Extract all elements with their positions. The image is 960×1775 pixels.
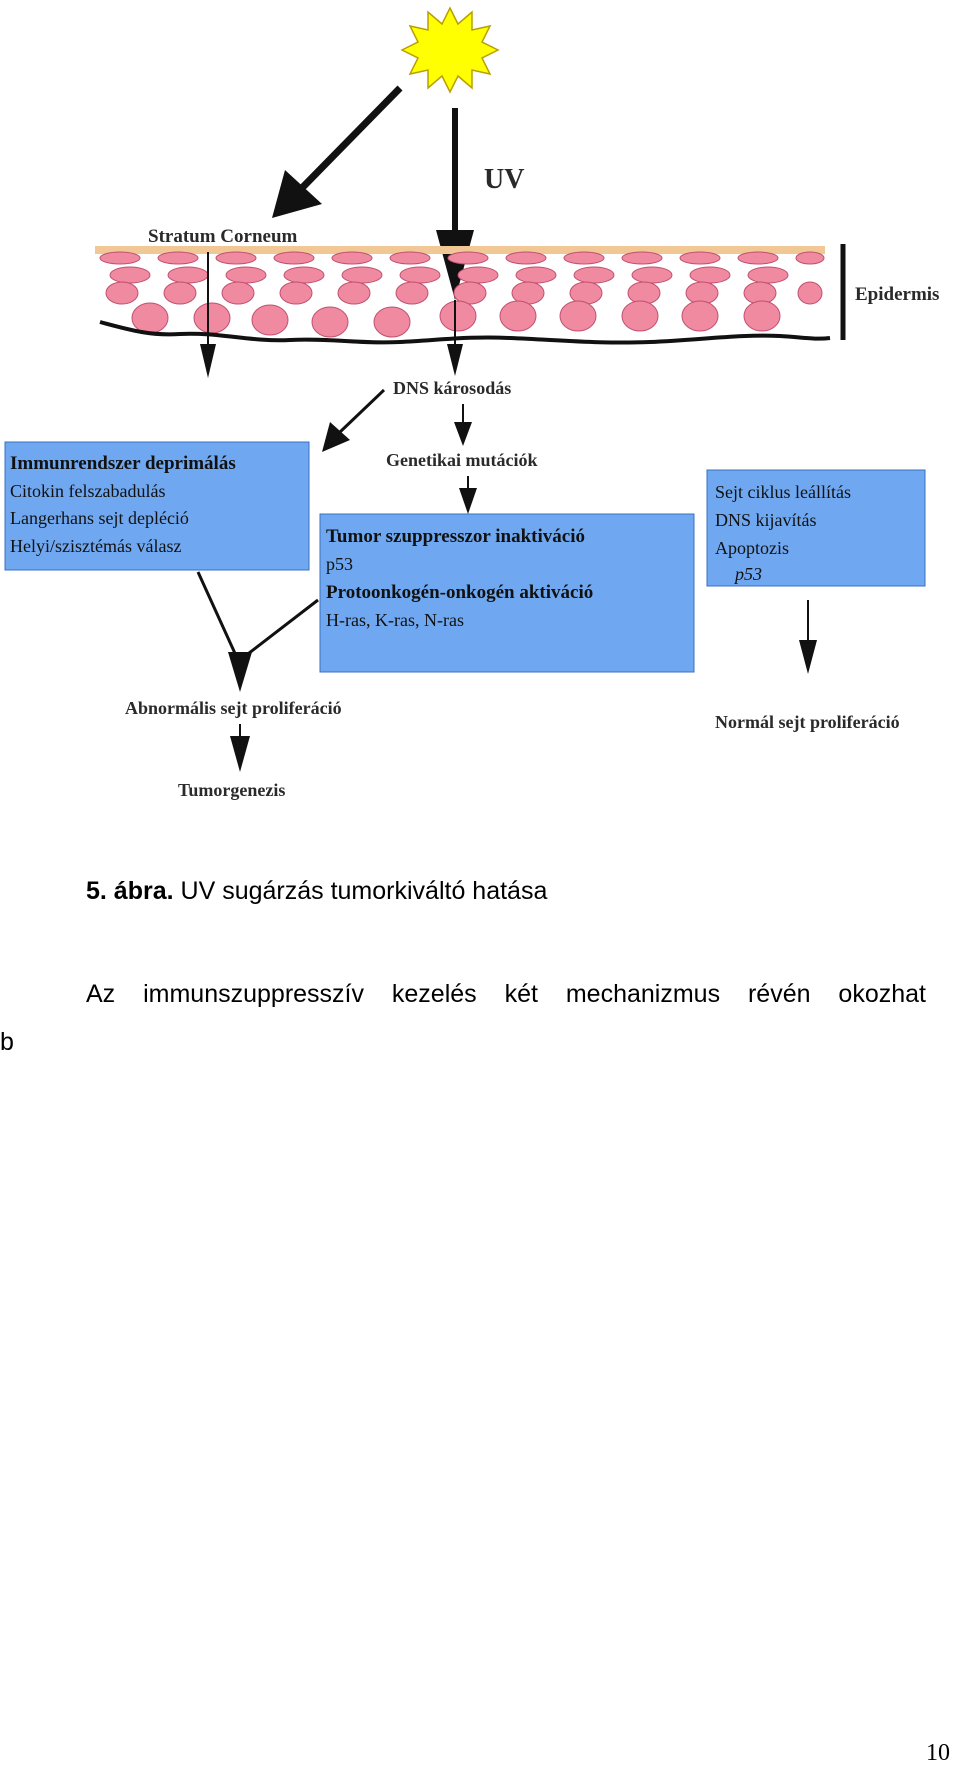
body-paragraph-line-1: Az immunszuppresszív kezelés két mechani… bbox=[86, 980, 926, 1008]
tumor-box-line-2: p53 bbox=[326, 554, 353, 574]
tumor-box-line-1: Tumor szuppresszor inaktiváció bbox=[326, 526, 585, 547]
corneum-down-arrow bbox=[200, 252, 216, 378]
dns-damage-label: DNS károsodás bbox=[393, 378, 511, 398]
cell-cycle-p53: p53 bbox=[733, 564, 762, 584]
tumorgenesis-label: Tumorgenezis bbox=[178, 780, 285, 800]
cell-cycle-box: Sejt ciklus leállítás DNS kijavítás Apop… bbox=[706, 469, 926, 587]
dns-to-immune-arrow bbox=[322, 388, 386, 452]
sun-diagonal-arrow bbox=[272, 85, 403, 218]
immune-box-title: Immunrendszer deprimálás bbox=[10, 453, 236, 474]
stratum-corneum-layer bbox=[95, 246, 825, 254]
genetic-mutations-label: Genetikai mutációk bbox=[386, 450, 538, 470]
epidermis-label: Epidermis bbox=[855, 284, 939, 305]
cell-cycle-line-3: Apoptozis bbox=[715, 538, 789, 558]
cell-row-1 bbox=[99, 251, 825, 265]
abnormal-proliferation-label: Abnormális sejt proliferáció bbox=[125, 698, 342, 718]
cell-cycle-line-2: DNS kijavítás bbox=[715, 510, 817, 530]
uv-label: UV bbox=[484, 164, 524, 195]
figure-caption: 5. ábra. UV sugárzás tumorkiváltó hatása bbox=[86, 877, 547, 906]
immune-box-line-2: Langerhans sejt depléció bbox=[10, 508, 189, 528]
immune-box: Immunrendszer deprimálás Citokin felszab… bbox=[4, 441, 310, 571]
cell-cycle-line-1: Sejt ciklus leállítás bbox=[715, 482, 851, 502]
converge-arrow bbox=[196, 571, 319, 692]
genetic-to-tumor-arrow bbox=[459, 476, 477, 514]
skin-down-arrow bbox=[447, 300, 463, 376]
immune-box-line-3: Helyi/szisztémás válasz bbox=[10, 536, 181, 556]
cell-row-4 bbox=[131, 300, 781, 338]
normal-proliferation-label: Normál sejt proliferáció bbox=[715, 712, 900, 732]
margin-character: b bbox=[0, 1028, 14, 1056]
cellcycle-to-normal-arrow bbox=[799, 600, 817, 674]
dns-to-genetic-arrow bbox=[454, 404, 472, 446]
stratum-corneum-label: Stratum Corneum bbox=[148, 226, 298, 247]
uv-tumor-diagram: UV Stratum Corneum bbox=[4, 6, 939, 800]
tumor-box-line-4: H-ras, K-ras, N-ras bbox=[326, 610, 464, 630]
figure-caption-text: UV sugárzás tumorkiváltó hatása bbox=[180, 877, 548, 905]
cell-row-3 bbox=[105, 281, 823, 305]
tumor-box: Tumor szuppresszor inaktiváció p53 Proto… bbox=[319, 513, 695, 673]
page-number: 10 bbox=[926, 1740, 950, 1766]
cell-row-2 bbox=[109, 266, 789, 284]
figure-number: 5. ábra. bbox=[86, 877, 174, 905]
immune-box-line-1: Citokin felszabadulás bbox=[10, 481, 165, 501]
tumor-box-line-3: Protoonkogén-onkogén aktiváció bbox=[326, 582, 593, 603]
abnormal-to-tumorgenesis-arrow bbox=[230, 724, 250, 772]
sun-icon bbox=[400, 6, 500, 94]
